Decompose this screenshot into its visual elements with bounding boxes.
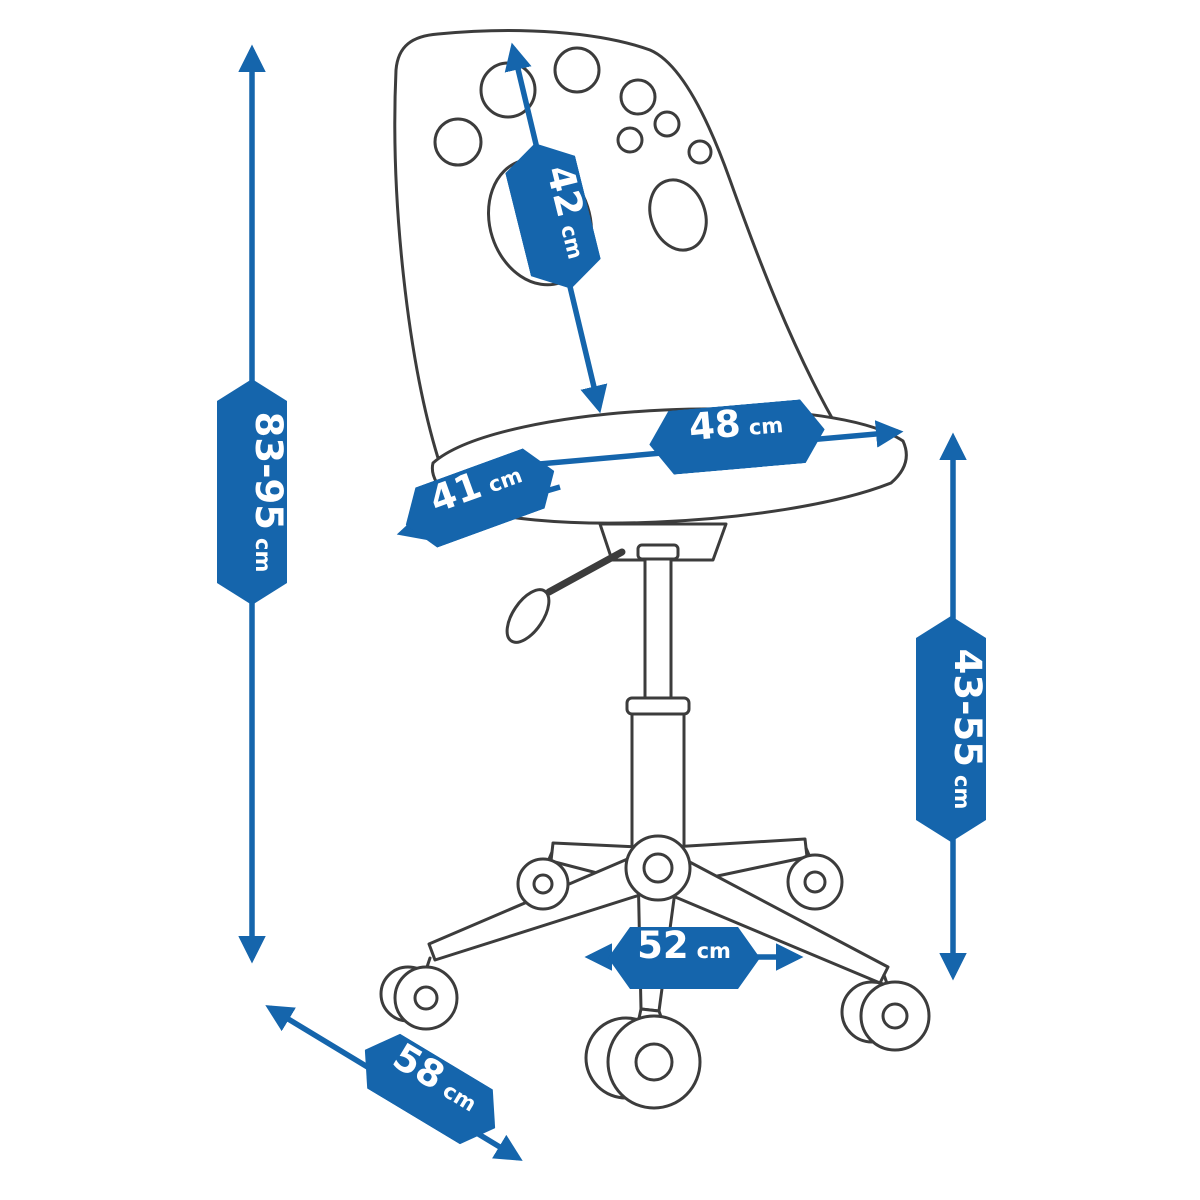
dimension-unit: cm <box>438 1078 481 1117</box>
dimension-unit: cm <box>484 463 526 498</box>
gas-lift-lever <box>505 548 626 644</box>
dimension-value: 48 <box>687 401 743 450</box>
dimension-unit: cm <box>950 775 974 810</box>
dimension-label-seat-height: 43-55 cm <box>916 616 986 842</box>
dimension-unit: cm <box>251 538 275 573</box>
dimension-value: 43-55 <box>946 648 989 767</box>
caster-front-right <box>840 973 931 1052</box>
caster-front-left <box>379 956 459 1031</box>
chair-backrest <box>393 29 844 460</box>
seat-mechanism <box>598 522 728 562</box>
caster-back-left <box>516 850 570 911</box>
dimension-value: 83-95 <box>247 411 290 530</box>
dimension-unit: cm <box>556 222 588 262</box>
dimension-label-total-height: 83-95 cm <box>217 379 287 605</box>
dimension-unit: cm <box>696 939 731 963</box>
caster-back-right <box>786 846 844 911</box>
dimension-label-base-width: 52 cm <box>608 927 760 989</box>
caster-front-center <box>584 1007 702 1110</box>
dimension-unit: cm <box>747 412 785 440</box>
gas-lift-column <box>625 543 691 862</box>
dimension-value: 52 <box>637 924 689 967</box>
